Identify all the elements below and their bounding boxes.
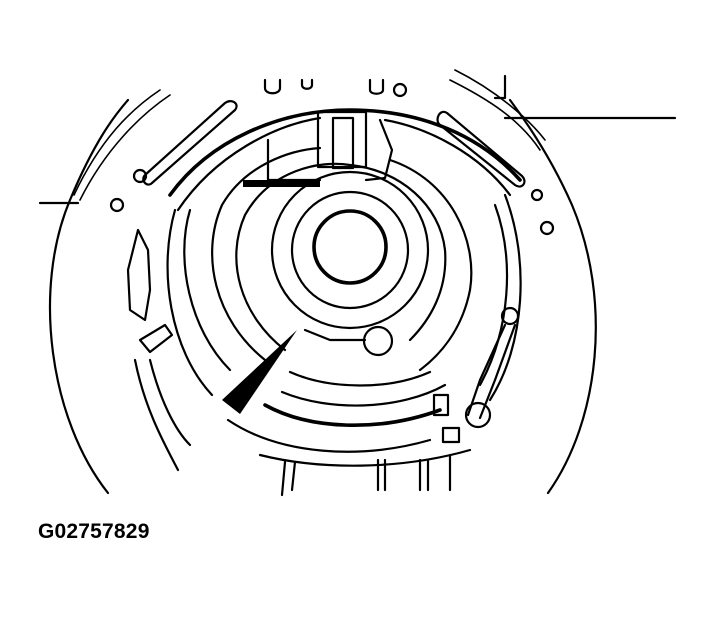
hole-top bbox=[368, 78, 385, 95]
backing-plate-outer-edge bbox=[48, 98, 130, 495]
shoe-arc-left-2 bbox=[166, 208, 214, 397]
hub-ring-1 bbox=[290, 190, 410, 310]
shoe-arc-right bbox=[478, 203, 509, 387]
hole bbox=[109, 197, 125, 213]
pin-circle bbox=[362, 325, 394, 357]
wheel-cylinder-inner bbox=[331, 116, 355, 170]
hole-top bbox=[263, 78, 282, 95]
hole bbox=[539, 220, 555, 236]
callout-tick-right bbox=[493, 74, 507, 100]
indicator-arrow-icon bbox=[222, 330, 297, 414]
shoe-web-bar bbox=[243, 180, 320, 187]
plate-ring-right bbox=[449, 79, 541, 151]
hub-ring-4 bbox=[211, 146, 322, 362]
lower-arc-3 bbox=[263, 403, 442, 427]
hole bbox=[530, 188, 544, 202]
hole bbox=[392, 82, 408, 98]
shoe-arc-right-2 bbox=[488, 193, 522, 402]
bottom-leg bbox=[280, 460, 287, 497]
drum-rim-inner bbox=[176, 116, 322, 212]
bottom-leg bbox=[290, 460, 297, 492]
lower-arc-5 bbox=[258, 448, 472, 467]
drum-rim bbox=[168, 108, 522, 197]
right-spring bbox=[466, 323, 507, 417]
wheel-cylinder-block bbox=[316, 110, 368, 169]
lower-arc-4 bbox=[226, 418, 432, 453]
hole bbox=[132, 168, 148, 184]
shoe-arc-left bbox=[183, 208, 232, 372]
left-spring bbox=[138, 323, 174, 354]
pin-arm bbox=[303, 328, 367, 342]
adjuster-square bbox=[441, 426, 461, 444]
left-shoe-edge bbox=[148, 358, 192, 447]
plate-ring-right-2 bbox=[454, 69, 546, 141]
slot-upper-right bbox=[436, 110, 526, 188]
right-spring-anchor bbox=[500, 306, 520, 326]
adjuster-block bbox=[432, 393, 450, 417]
hole-top bbox=[300, 78, 314, 90]
adjuster-circle bbox=[464, 401, 492, 429]
plate-ring-left bbox=[73, 89, 161, 196]
wheel-cylinder-body-right bbox=[364, 118, 394, 182]
hub-ring-3 bbox=[235, 162, 447, 352]
left-shoe-edge-2 bbox=[133, 358, 180, 472]
lower-arc-1 bbox=[288, 370, 432, 387]
slot-upper-left bbox=[142, 100, 238, 186]
lower-arc-2 bbox=[280, 383, 447, 407]
figure-id-label: G02757829 bbox=[38, 520, 150, 543]
backing-plate-outer-edge-right bbox=[508, 98, 597, 495]
plate-ring-left-2 bbox=[79, 94, 171, 201]
hub-ring-4-right bbox=[388, 158, 473, 372]
wheel-cylinder-body-left bbox=[266, 138, 322, 182]
hub-ring-2 bbox=[270, 170, 430, 330]
drum-rim-inner-right bbox=[383, 118, 512, 197]
hub-center bbox=[312, 209, 388, 285]
brake-assembly-diagram bbox=[38, 69, 677, 497]
left-adjuster bbox=[126, 228, 152, 322]
